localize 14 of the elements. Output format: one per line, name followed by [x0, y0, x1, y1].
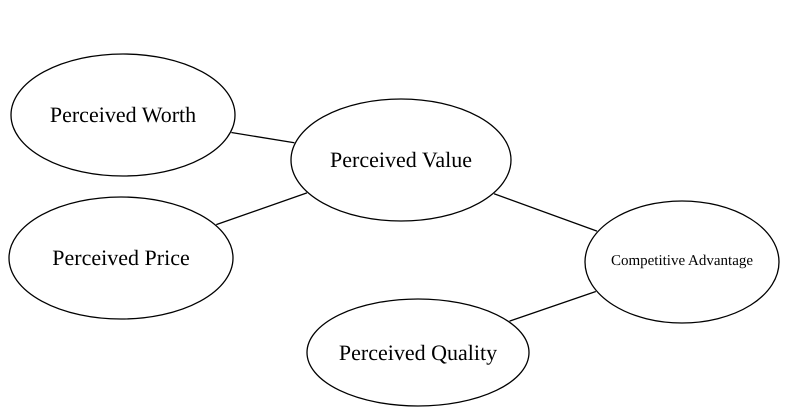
node-label: Perceived Quality — [338, 338, 498, 367]
connector-line — [509, 290, 596, 322]
ellipse-node — [290, 98, 512, 222]
connector-line — [494, 193, 598, 232]
ellipse-node — [584, 200, 780, 324]
ellipse-node — [306, 298, 530, 407]
ellipse-node — [8, 196, 234, 320]
connector-line — [231, 132, 294, 144]
node-label: Perceived Value — [330, 146, 472, 174]
ellipse-node — [10, 53, 236, 177]
node-label: Perceived Worth — [50, 101, 196, 130]
connector-line — [216, 192, 308, 226]
node-label: Perceived Price — [52, 244, 190, 272]
node-label: Competitive Advantage — [610, 252, 754, 272]
